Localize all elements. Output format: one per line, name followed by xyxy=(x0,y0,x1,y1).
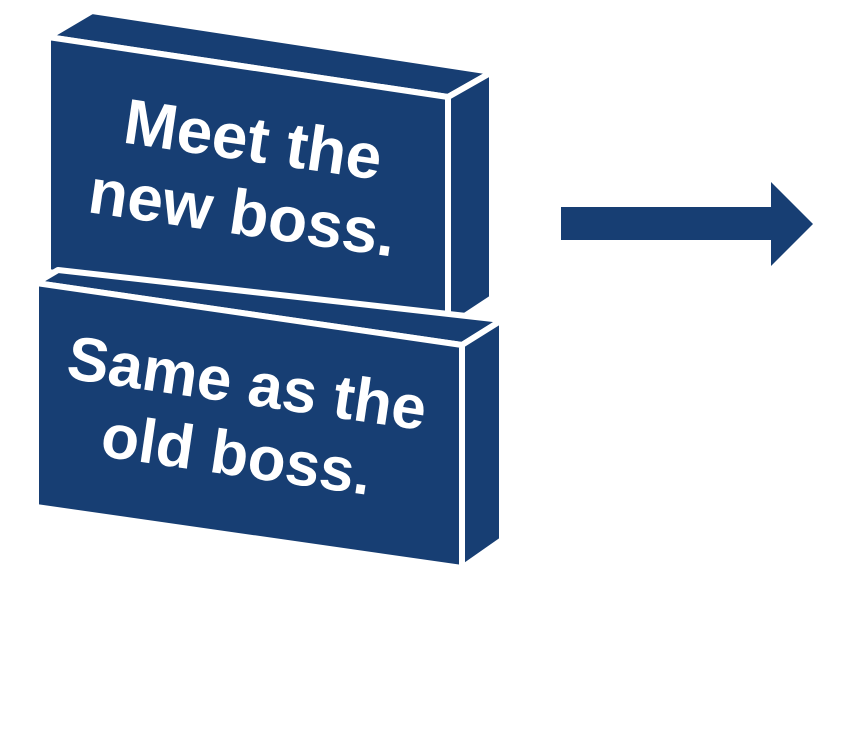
bottom-block-front-face xyxy=(33,280,465,571)
top-block-side-face xyxy=(445,69,495,330)
top-block: Meet the new boss. xyxy=(45,8,495,330)
bottom-block-side-face xyxy=(459,317,505,571)
bottom-block: Same as the old boss. xyxy=(33,267,505,571)
arrow-right-icon xyxy=(561,182,813,266)
arrow-shape xyxy=(561,182,813,266)
